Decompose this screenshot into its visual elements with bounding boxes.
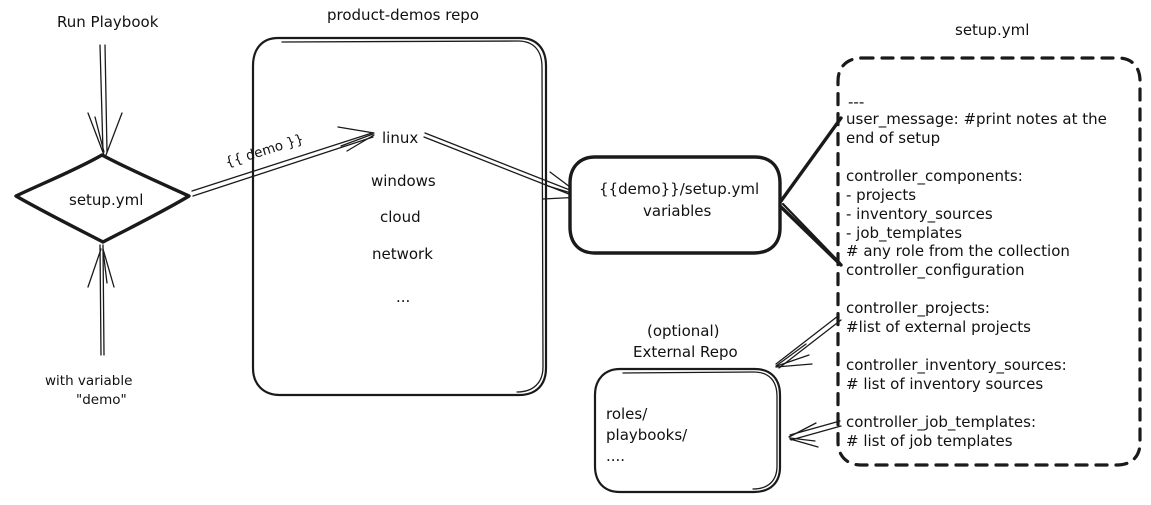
setup-panel-line-7: - job_templates — [846, 224, 962, 243]
variables-box-line2: variables — [643, 202, 712, 220]
with-variable-arrow — [87, 244, 115, 356]
product-demos-repo-title: product-demos repo — [327, 6, 479, 24]
run-playbook-arrow — [87, 44, 123, 156]
with-variable-label-line2: "demo" — [76, 392, 127, 408]
setup-panel-line-14: controller_inventory_sources: — [846, 356, 1067, 375]
setup-panel-line-2: end of setup — [846, 129, 940, 147]
product-demos-repo-box — [251, 36, 548, 397]
external-repo-title-line1: (optional) — [647, 322, 720, 340]
repo-item-ellipsis: ... — [396, 288, 410, 306]
run-playbook-label: Run Playbook — [57, 13, 159, 31]
external-repo-title-line2: External Repo — [633, 343, 738, 361]
setup-yml-diamond — [14, 153, 191, 244]
setup-panel-line-9: controller_configuration — [846, 261, 1025, 280]
controller-job-templates-to-external-repo-arrow — [788, 420, 842, 448]
setup-panel-line-18: # list of job templates — [846, 432, 1013, 450]
with-variable-label-line1: with variable — [45, 373, 132, 389]
variables-to-setup-panel-lines — [779, 116, 843, 267]
repo-item-cloud: cloud — [380, 208, 421, 226]
external-repo-box — [593, 367, 782, 494]
setup-yml-diamond-label: setup.yml — [69, 191, 143, 209]
setup-panel-line-17: controller_job_templates: — [846, 413, 1036, 432]
external-repo-item-playbooks: playbooks/ — [606, 426, 688, 444]
repo-item-linux: linux — [382, 129, 418, 147]
repo-item-windows: windows — [371, 172, 436, 190]
demo-variable-arrow — [191, 126, 375, 197]
setup-panel-line-8: # any role from the collection — [846, 242, 1070, 260]
setup-panel-line-12: #list of external projects — [846, 318, 1031, 336]
setup-panel-line-11: controller_projects: — [846, 299, 990, 318]
variables-box-line1: {{demo}}/setup.yml — [599, 180, 759, 198]
setup-panel-line-0: --- — [848, 93, 864, 111]
setup-panel-line-15: # list of inventory sources — [846, 375, 1043, 393]
setup-panel-line-5: - projects — [846, 186, 916, 204]
setup-yml-panel-box — [836, 56, 1142, 467]
external-repo-item-ellipsis: .... — [606, 447, 625, 465]
external-repo-item-roles: roles/ — [606, 405, 648, 423]
setup-panel-line-4: controller_components: — [846, 167, 1023, 186]
repo-item-network: network — [372, 245, 433, 263]
setup-panel-line-1: user_message: #print notes at the — [846, 110, 1107, 129]
demo-setup-variables-box — [568, 155, 782, 255]
setup-panel-line-6: - inventory_sources — [846, 205, 993, 224]
controller-projects-to-external-repo-arrow — [775, 315, 842, 369]
setup-yml-panel-title: setup.yml — [955, 21, 1029, 39]
